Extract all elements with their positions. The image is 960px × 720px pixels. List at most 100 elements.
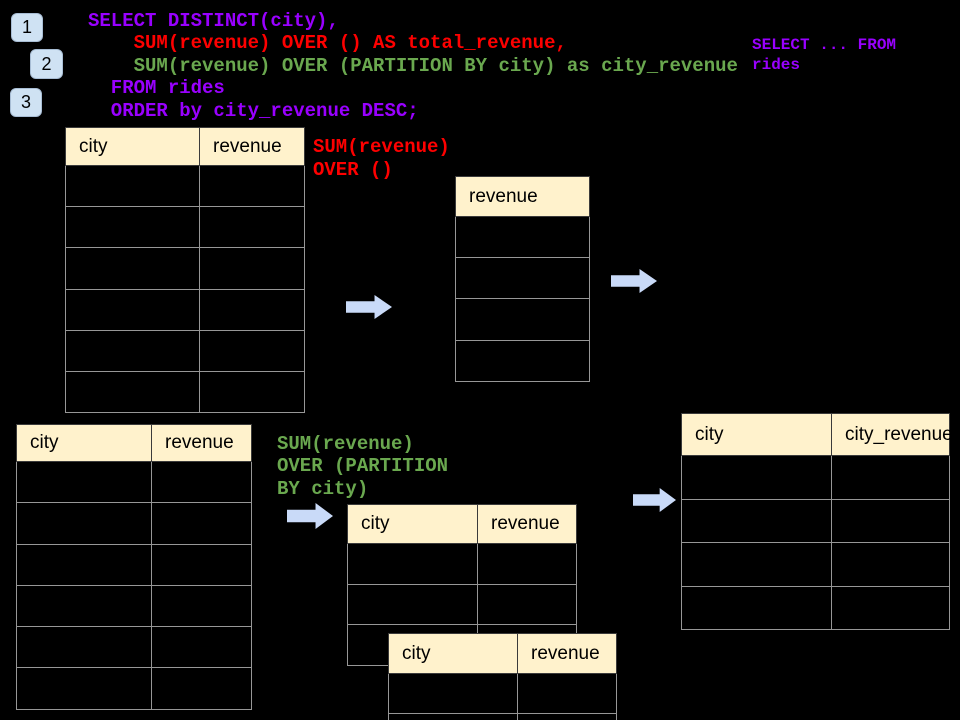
empty-cell <box>831 498 950 544</box>
text-line: BY city) <box>277 477 369 500</box>
table-row <box>455 257 590 300</box>
column-header-city: city <box>65 127 200 166</box>
empty-cell <box>347 583 478 626</box>
table-row <box>681 498 950 544</box>
total-revenue-window-label: SUM(revenue)OVER () <box>313 136 450 181</box>
empty-cell <box>16 543 152 586</box>
column-header-city: city <box>347 504 478 544</box>
table-row <box>16 543 252 586</box>
empty-cell <box>151 460 252 504</box>
sql-code-block: SELECT DISTINCT(city), SUM(revenue) OVER… <box>88 10 738 122</box>
table-row <box>455 298 590 341</box>
step-badge-1: 1 <box>11 13 43 42</box>
empty-cell <box>517 713 617 720</box>
empty-cell <box>831 585 950 631</box>
empty-cell <box>199 329 305 372</box>
table-row <box>65 288 305 331</box>
empty-cell <box>455 298 590 341</box>
header-row: revenue <box>455 176 590 217</box>
empty-cell <box>455 339 590 382</box>
empty-cell <box>517 673 617 714</box>
empty-cell <box>681 542 832 587</box>
table-row <box>388 713 617 720</box>
table-row <box>65 164 305 208</box>
empty-cell <box>681 498 832 544</box>
table-row <box>65 329 305 372</box>
table-row <box>455 339 590 382</box>
flow-arrow-icon <box>346 295 392 319</box>
column-header-revenue: revenue <box>199 127 305 166</box>
text-line: SELECT ... FROM <box>752 36 897 54</box>
table-row <box>65 370 305 414</box>
empty-cell <box>388 713 518 720</box>
step-badge-2: 2 <box>30 49 63 79</box>
text-line: rides <box>752 56 801 74</box>
table-row <box>347 543 577 585</box>
text-line: OVER () <box>313 158 393 181</box>
table-row <box>16 584 252 628</box>
empty-cell <box>65 288 200 331</box>
empty-cell <box>681 455 832 500</box>
empty-cell <box>16 667 152 710</box>
text-line: SELECT DISTINCT(city), <box>88 10 339 32</box>
empty-cell <box>455 215 590 259</box>
table-row <box>16 626 252 669</box>
empty-cell <box>151 502 252 545</box>
column-header-city: city <box>16 424 152 462</box>
empty-cell <box>65 164 200 208</box>
text-line: ORDER by city_revenue DESC; <box>88 99 419 122</box>
empty-cell <box>151 626 252 669</box>
table-row <box>347 583 577 626</box>
empty-cell <box>831 542 950 587</box>
column-header-city_revenue: city_revenue <box>831 413 953 456</box>
from-clause-note: SELECT ... FROM rides <box>752 35 896 75</box>
empty-cell <box>65 370 200 414</box>
empty-cell <box>199 288 305 331</box>
empty-cell <box>16 460 152 504</box>
flow-arrow-icon <box>633 488 676 512</box>
flow-arrow-icon <box>611 269 657 293</box>
empty-cell <box>65 206 200 249</box>
table-row <box>16 667 252 710</box>
column-header-revenue: revenue <box>477 504 577 544</box>
column-header-revenue: revenue <box>455 176 590 217</box>
empty-cell <box>151 543 252 586</box>
table-row <box>388 673 617 714</box>
empty-cell <box>455 257 590 300</box>
text-line: SUM(revenue) OVER (PARTITION BY city) as… <box>88 54 738 77</box>
column-header-city: city <box>681 413 832 456</box>
empty-cell <box>151 584 252 628</box>
table-row <box>65 247 305 290</box>
table-row <box>65 206 305 249</box>
column-header-city: city <box>388 633 518 674</box>
empty-cell <box>388 673 518 714</box>
text-line: SUM(revenue) <box>313 136 450 158</box>
table-row <box>16 460 252 504</box>
empty-cell <box>16 584 152 628</box>
text-line: SUM(revenue) <box>277 433 414 455</box>
revenue-column-table: revenue <box>455 176 590 382</box>
empty-cell <box>16 626 152 669</box>
empty-cell <box>65 329 200 372</box>
empty-cell <box>831 455 950 500</box>
column-header-revenue: revenue <box>517 633 617 674</box>
table-row <box>455 215 590 259</box>
table-row <box>16 502 252 545</box>
empty-cell <box>199 164 305 208</box>
empty-cell <box>477 543 577 585</box>
flow-arrow-icon <box>287 503 333 529</box>
empty-cell <box>65 247 200 290</box>
empty-cell <box>199 206 305 249</box>
